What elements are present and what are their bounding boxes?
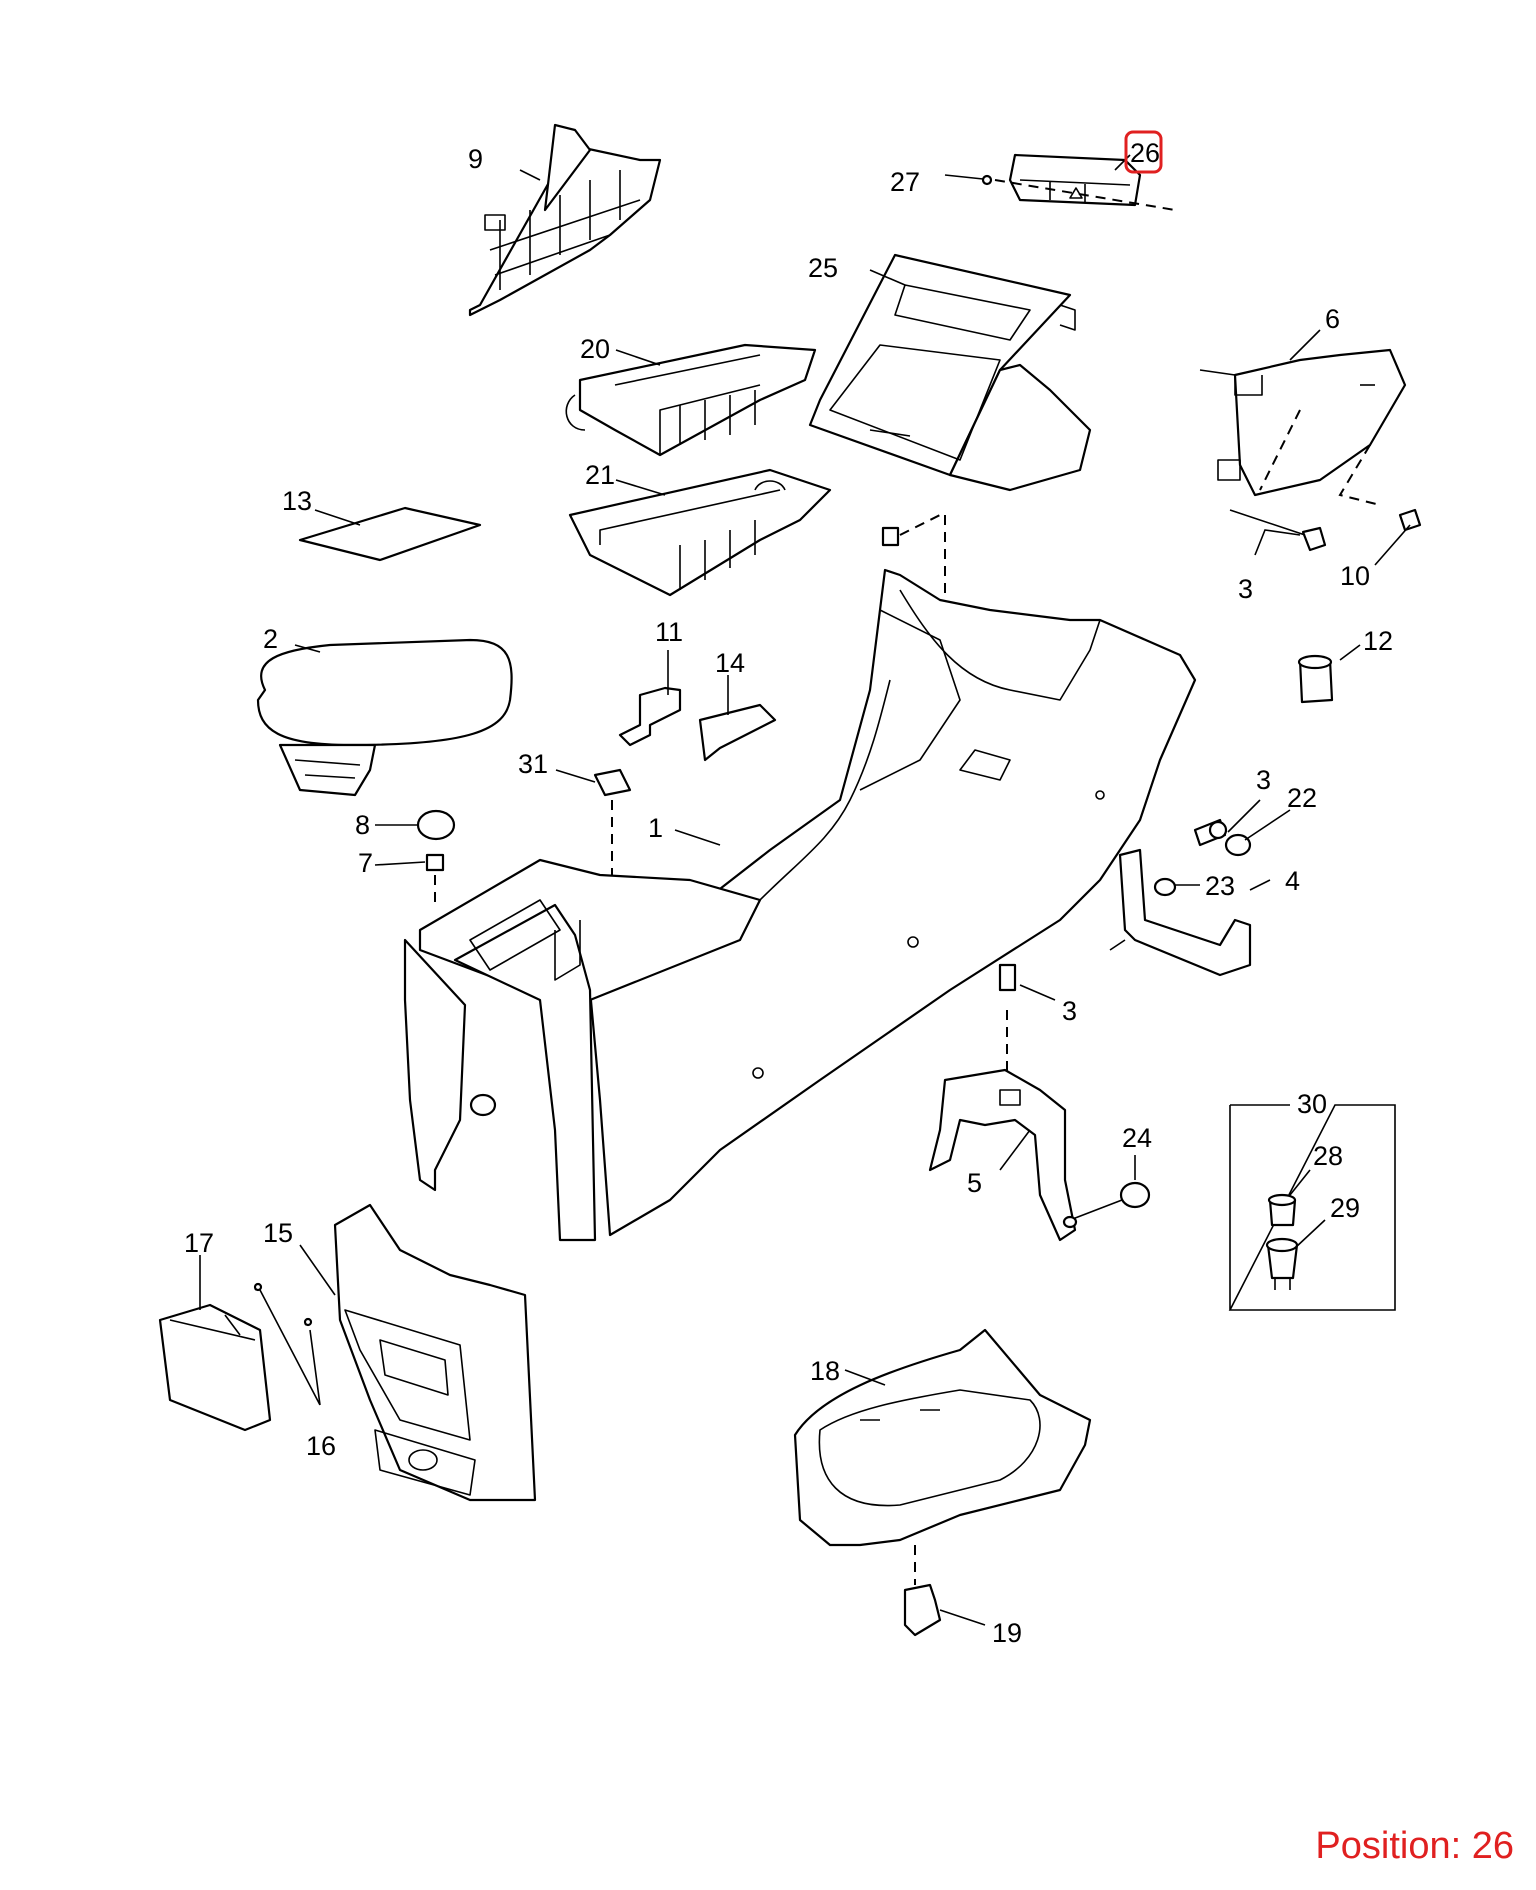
part-29-clip[interactable] xyxy=(1265,1237,1299,1290)
part-16-screws[interactable] xyxy=(253,1282,313,1327)
part-28-clip[interactable] xyxy=(1267,1193,1297,1227)
position-caption: Position: 26 xyxy=(1315,1825,1514,1867)
part-7-screw[interactable] xyxy=(425,853,445,905)
label-part-13[interactable]: 13 xyxy=(282,486,312,516)
label-part-2[interactable]: 2 xyxy=(263,624,278,654)
label-part-27[interactable]: 27 xyxy=(890,167,920,197)
part-3-screw-d[interactable] xyxy=(881,514,946,600)
label-part-17[interactable]: 17 xyxy=(184,1228,214,1258)
leader-lines xyxy=(199,154,1411,1626)
label-part-16[interactable]: 16 xyxy=(306,1431,336,1461)
part-15-rear-panel[interactable] xyxy=(333,1203,537,1502)
label-part-1[interactable]: 1 xyxy=(648,813,663,843)
part-20-storage-tray[interactable] xyxy=(565,343,817,457)
label-part-14[interactable]: 14 xyxy=(715,648,745,678)
label-part-12[interactable]: 12 xyxy=(1363,626,1393,656)
label-part-29[interactable]: 29 xyxy=(1330,1193,1360,1223)
label-part-3c[interactable]: 3 xyxy=(1062,996,1077,1026)
label-part-18[interactable]: 18 xyxy=(810,1356,840,1386)
part-31-clip[interactable] xyxy=(593,768,632,880)
part-14-cover[interactable] xyxy=(698,703,777,762)
part-8-plug[interactable] xyxy=(416,809,456,841)
label-part-21[interactable]: 21 xyxy=(585,460,615,490)
part-25-shifter-bezel[interactable] xyxy=(808,253,1092,492)
label-part-24[interactable]: 24 xyxy=(1122,1123,1152,1153)
part-10-screw[interactable] xyxy=(1398,508,1422,532)
part-9-bracket[interactable] xyxy=(468,123,662,317)
label-part-7[interactable]: 7 xyxy=(358,848,373,878)
part-5-bracket[interactable] xyxy=(928,1068,1077,1242)
part-3-screw-c[interactable] xyxy=(998,963,1017,1075)
part-6-bracket[interactable] xyxy=(1199,348,1407,506)
part-26-hazard-switch[interactable] xyxy=(994,153,1176,211)
label-part-11[interactable]: 11 xyxy=(655,617,683,647)
part-2-armrest[interactable] xyxy=(256,638,513,797)
part-17-storage-box[interactable] xyxy=(158,1303,272,1432)
part-22-clip[interactable] xyxy=(1224,833,1252,857)
label-part-5[interactable]: 5 xyxy=(967,1168,982,1198)
part-1-console[interactable] xyxy=(403,568,1197,1242)
part-23-nut[interactable] xyxy=(1153,877,1177,897)
label-part-22[interactable]: 22 xyxy=(1287,783,1317,813)
label-part-30[interactable]: 30 xyxy=(1297,1089,1327,1119)
part-3-screw-a[interactable] xyxy=(1229,509,1327,552)
part-13-mat[interactable] xyxy=(298,506,482,562)
label-part-19[interactable]: 19 xyxy=(992,1618,1022,1648)
label-part-3a[interactable]: 3 xyxy=(1238,574,1253,604)
label-part-28[interactable]: 28 xyxy=(1313,1141,1343,1171)
part-18-cupholder-bezel[interactable] xyxy=(793,1328,1092,1547)
label-part-20[interactable]: 20 xyxy=(580,334,610,364)
label-part-31[interactable]: 31 xyxy=(518,749,548,779)
label-part-15[interactable]: 15 xyxy=(263,1218,293,1248)
label-part-3b[interactable]: 3 xyxy=(1256,765,1271,795)
part-labels: 1 2 3 3 3 4 5 6 7 8 9 10 11 12 13 14 15 … xyxy=(184,138,1393,1648)
label-part-25[interactable]: 25 xyxy=(808,253,838,283)
part-11-clip[interactable] xyxy=(618,686,682,747)
label-part-4[interactable]: 4 xyxy=(1285,866,1300,896)
part-27-screw[interactable] xyxy=(981,174,993,186)
part-12-plug[interactable] xyxy=(1297,654,1334,704)
label-part-10[interactable]: 10 xyxy=(1340,561,1370,591)
part-19-clip[interactable] xyxy=(903,1545,942,1637)
highlight-box xyxy=(1124,130,1163,174)
label-part-9[interactable]: 9 xyxy=(468,144,483,174)
part-21-tray-support[interactable] xyxy=(568,468,832,597)
part-4-bracket[interactable] xyxy=(1109,848,1252,977)
part-24-nut[interactable] xyxy=(1062,1181,1151,1229)
label-part-6[interactable]: 6 xyxy=(1325,304,1340,334)
part-30-group-box[interactable] xyxy=(1228,1104,1396,1311)
label-part-8[interactable]: 8 xyxy=(355,810,370,840)
label-part-26[interactable]: 26 xyxy=(1130,138,1160,168)
label-part-23[interactable]: 23 xyxy=(1205,871,1235,901)
part-3-screw-b[interactable] xyxy=(1193,818,1228,847)
